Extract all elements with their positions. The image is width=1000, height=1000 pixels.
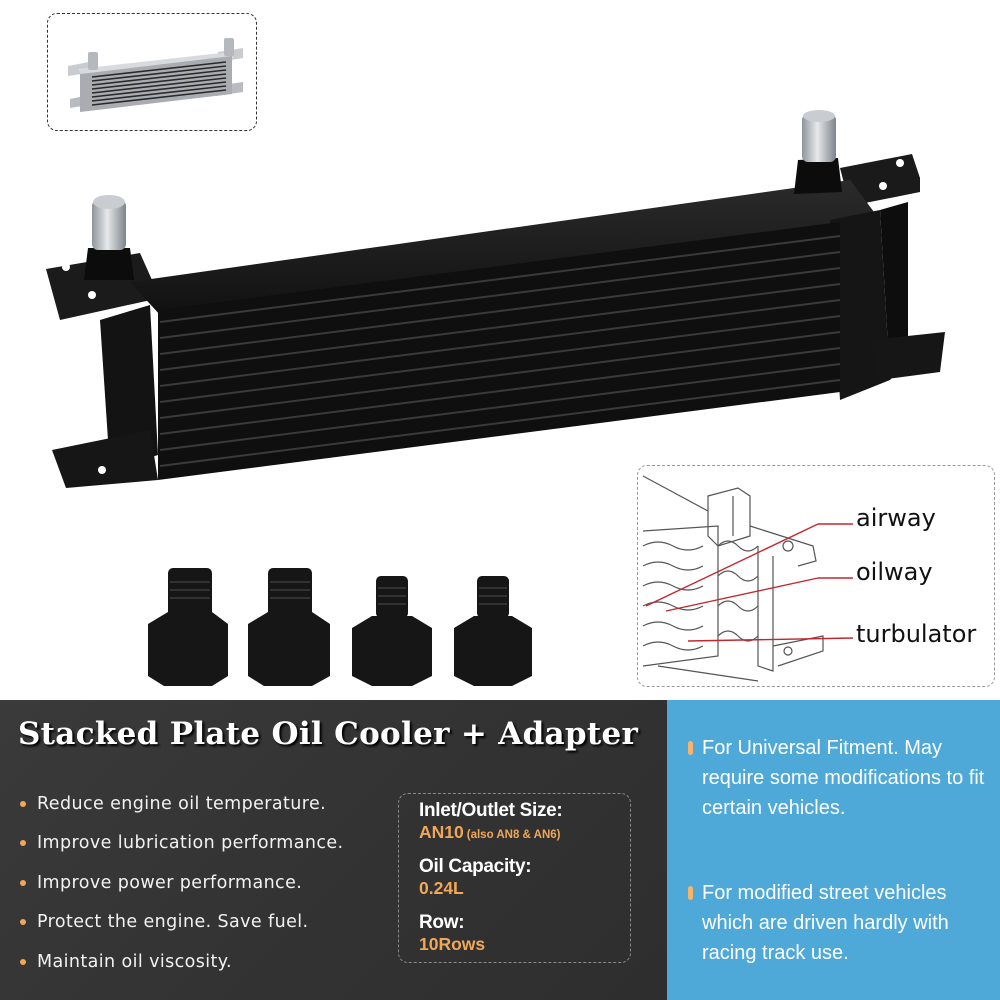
feature-item: Improve power performance. — [20, 863, 344, 903]
feature-list: Reduce engine oil temperature. Improve l… — [20, 784, 344, 982]
feature-text: Improve lubrication performance. — [37, 833, 344, 854]
spec-row: Row: 10Rows — [419, 912, 485, 955]
spec-label: Inlet/Outlet Size: — [419, 800, 563, 821]
adapter-fittings-image — [148, 568, 532, 686]
oil-cooler-thumbnail-icon — [68, 38, 243, 112]
feature-item: Protect the engine. Save fuel. — [20, 903, 344, 943]
feature-text: Protect the engine. Save fuel. — [37, 912, 309, 933]
spec-inlet-outlet: Inlet/Outlet Size: AN10(also AN8 & AN6) — [419, 800, 563, 846]
spec-value: 10Rows — [419, 934, 486, 954]
spec-box: Inlet/Outlet Size: AN10(also AN8 & AN6) … — [398, 793, 631, 963]
fitment-note: For Universal Fitment. May require some … — [688, 733, 988, 823]
thumbnail-silver-cooler[interactable] — [47, 13, 257, 131]
cooler-cutaway-illustration-icon — [642, 475, 854, 682]
spec-label: Oil Capacity: — [419, 856, 532, 877]
feature-item: Improve lubrication performance. — [20, 824, 344, 864]
fitment-notes-panel — [667, 700, 1000, 1000]
spec-label: Row: — [419, 912, 465, 933]
bullet-dot-icon — [20, 919, 26, 926]
bullet-dot-icon — [20, 958, 26, 965]
note-text: For modified street vehicles which are d… — [702, 882, 949, 964]
bullet-dot-icon — [20, 879, 26, 886]
bullet-dot-icon — [20, 840, 26, 847]
feature-text: Improve power performance. — [37, 872, 303, 893]
feature-text: Maintain oil viscosity. — [37, 951, 233, 972]
features-panel — [0, 700, 667, 1000]
bullet-dot-icon — [20, 800, 26, 807]
cutaway-diagram: airway oilway turbulator — [637, 465, 995, 687]
note-text: For Universal Fitment. May require some … — [702, 737, 985, 819]
product-title: Stacked Plate Oil Cooler + Adapter — [18, 716, 639, 752]
inlet-size-value: AN10 — [419, 822, 464, 842]
usage-note: For modified street vehicles which are d… — [688, 878, 988, 968]
feature-item: Maintain oil viscosity. — [20, 942, 344, 982]
diagram-label-oilway: oilway — [856, 558, 933, 586]
feature-item: Reduce engine oil temperature. — [20, 784, 344, 824]
diagram-label-turbulator: turbulator — [856, 620, 977, 648]
feature-text: Reduce engine oil temperature. — [37, 793, 327, 814]
inlet-size-note: (also AN8 & AN6) — [466, 829, 561, 841]
product-image-area: airway oilway turbulator — [46, 13, 995, 687]
spec-value: AN10(also AN8 & AN6) — [419, 821, 562, 846]
note-marker-icon — [688, 886, 693, 900]
diagram-label-airway: airway — [856, 504, 936, 532]
note-marker-icon — [688, 741, 693, 755]
spec-oil-capacity: Oil Capacity: 0.24L — [419, 856, 532, 899]
spec-value: 0.24L — [419, 878, 464, 898]
main-oil-cooler-image — [46, 110, 945, 488]
